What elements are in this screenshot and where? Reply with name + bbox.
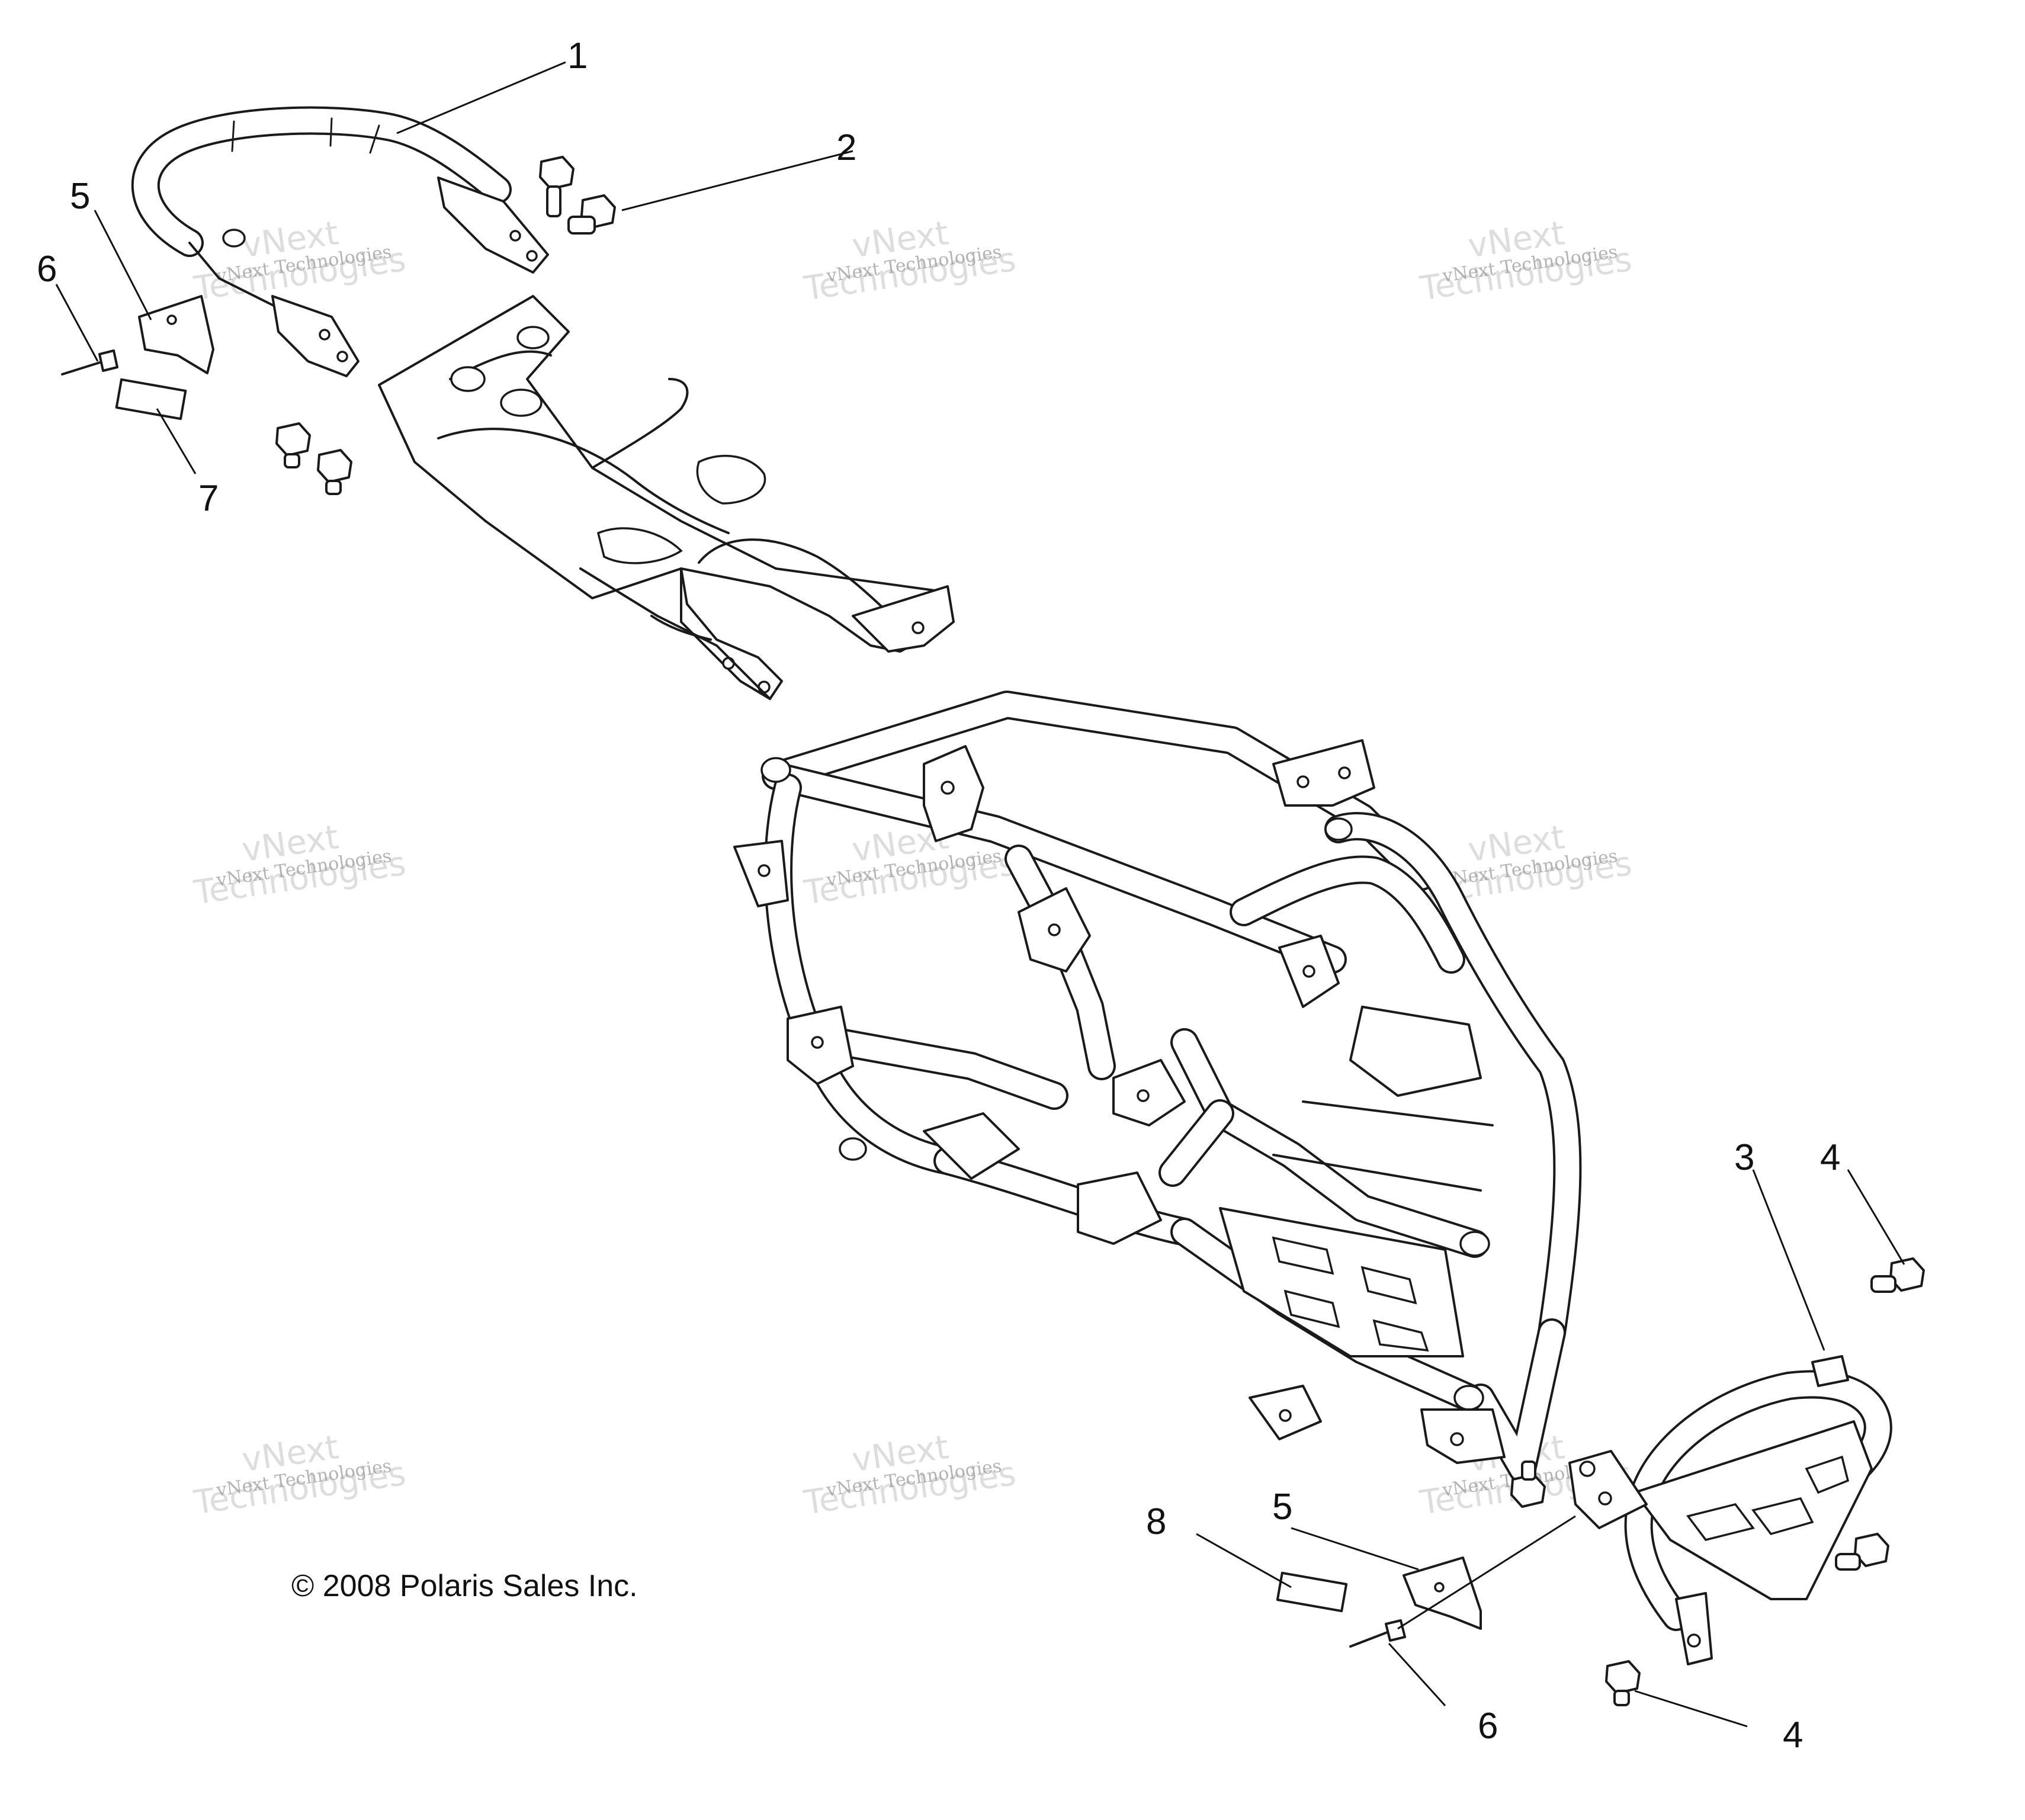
rear-rack-bar <box>131 106 549 377</box>
reflector-bracket <box>138 295 214 374</box>
front-bumper <box>1568 1355 1892 1665</box>
bolt-icon <box>317 449 352 495</box>
callout-4: 4 <box>1783 1715 1803 1755</box>
decal <box>115 378 187 421</box>
decal <box>1276 1571 1348 1613</box>
callout-3: 3 <box>1734 1137 1754 1178</box>
bolt-icon <box>1835 1533 1889 1571</box>
callout-2: 2 <box>836 127 856 168</box>
callout-6: 6 <box>1478 1706 1498 1747</box>
bolt-icon <box>275 422 311 468</box>
rivet-icon <box>61 349 118 375</box>
rear-reflector-assembly <box>61 295 214 421</box>
bolt-icon <box>1605 1660 1641 1706</box>
bolt-icon <box>1510 1461 1546 1508</box>
callout-labels: 1 2 3 4 4 5 5 6 6 7 8 <box>37 36 1840 1755</box>
watermark: Technologies vNext vNext Technologies <box>191 818 408 912</box>
rivet-icon <box>1349 1619 1406 1648</box>
bolt-icon <box>1870 1257 1925 1293</box>
watermark: Technologies vNext vNext Technologies <box>191 1428 408 1522</box>
watermark: Technologies vNext vNext Technologies <box>191 214 408 308</box>
bolt-icon <box>539 156 575 217</box>
watermark: Technologies vNext vNext Technologies <box>801 214 1018 308</box>
bolt-icon <box>567 194 616 235</box>
copyright-notice: © 2008 Polaris Sales Inc. <box>291 1569 638 1603</box>
front-reflector-assembly <box>1276 1556 1482 1648</box>
bolts-part-4 <box>1510 1257 1925 1706</box>
callout-5: 5 <box>1272 1487 1292 1527</box>
rear-subframe <box>378 295 955 700</box>
reflector-bracket <box>1403 1556 1482 1630</box>
main-frame <box>733 691 1582 1483</box>
callout-4: 4 <box>1820 1137 1840 1178</box>
callout-1: 1 <box>567 36 588 76</box>
callout-8: 8 <box>1146 1501 1166 1542</box>
bolts-part-2 <box>275 156 616 495</box>
watermark: Technologies vNext vNext Technologies <box>1417 214 1634 308</box>
leader-lines <box>55 61 1905 1728</box>
callout-5: 5 <box>70 176 90 217</box>
watermark: Technologies vNext vNext Technologies <box>801 1428 1018 1522</box>
callout-6: 6 <box>37 249 57 290</box>
callout-7: 7 <box>198 478 219 519</box>
